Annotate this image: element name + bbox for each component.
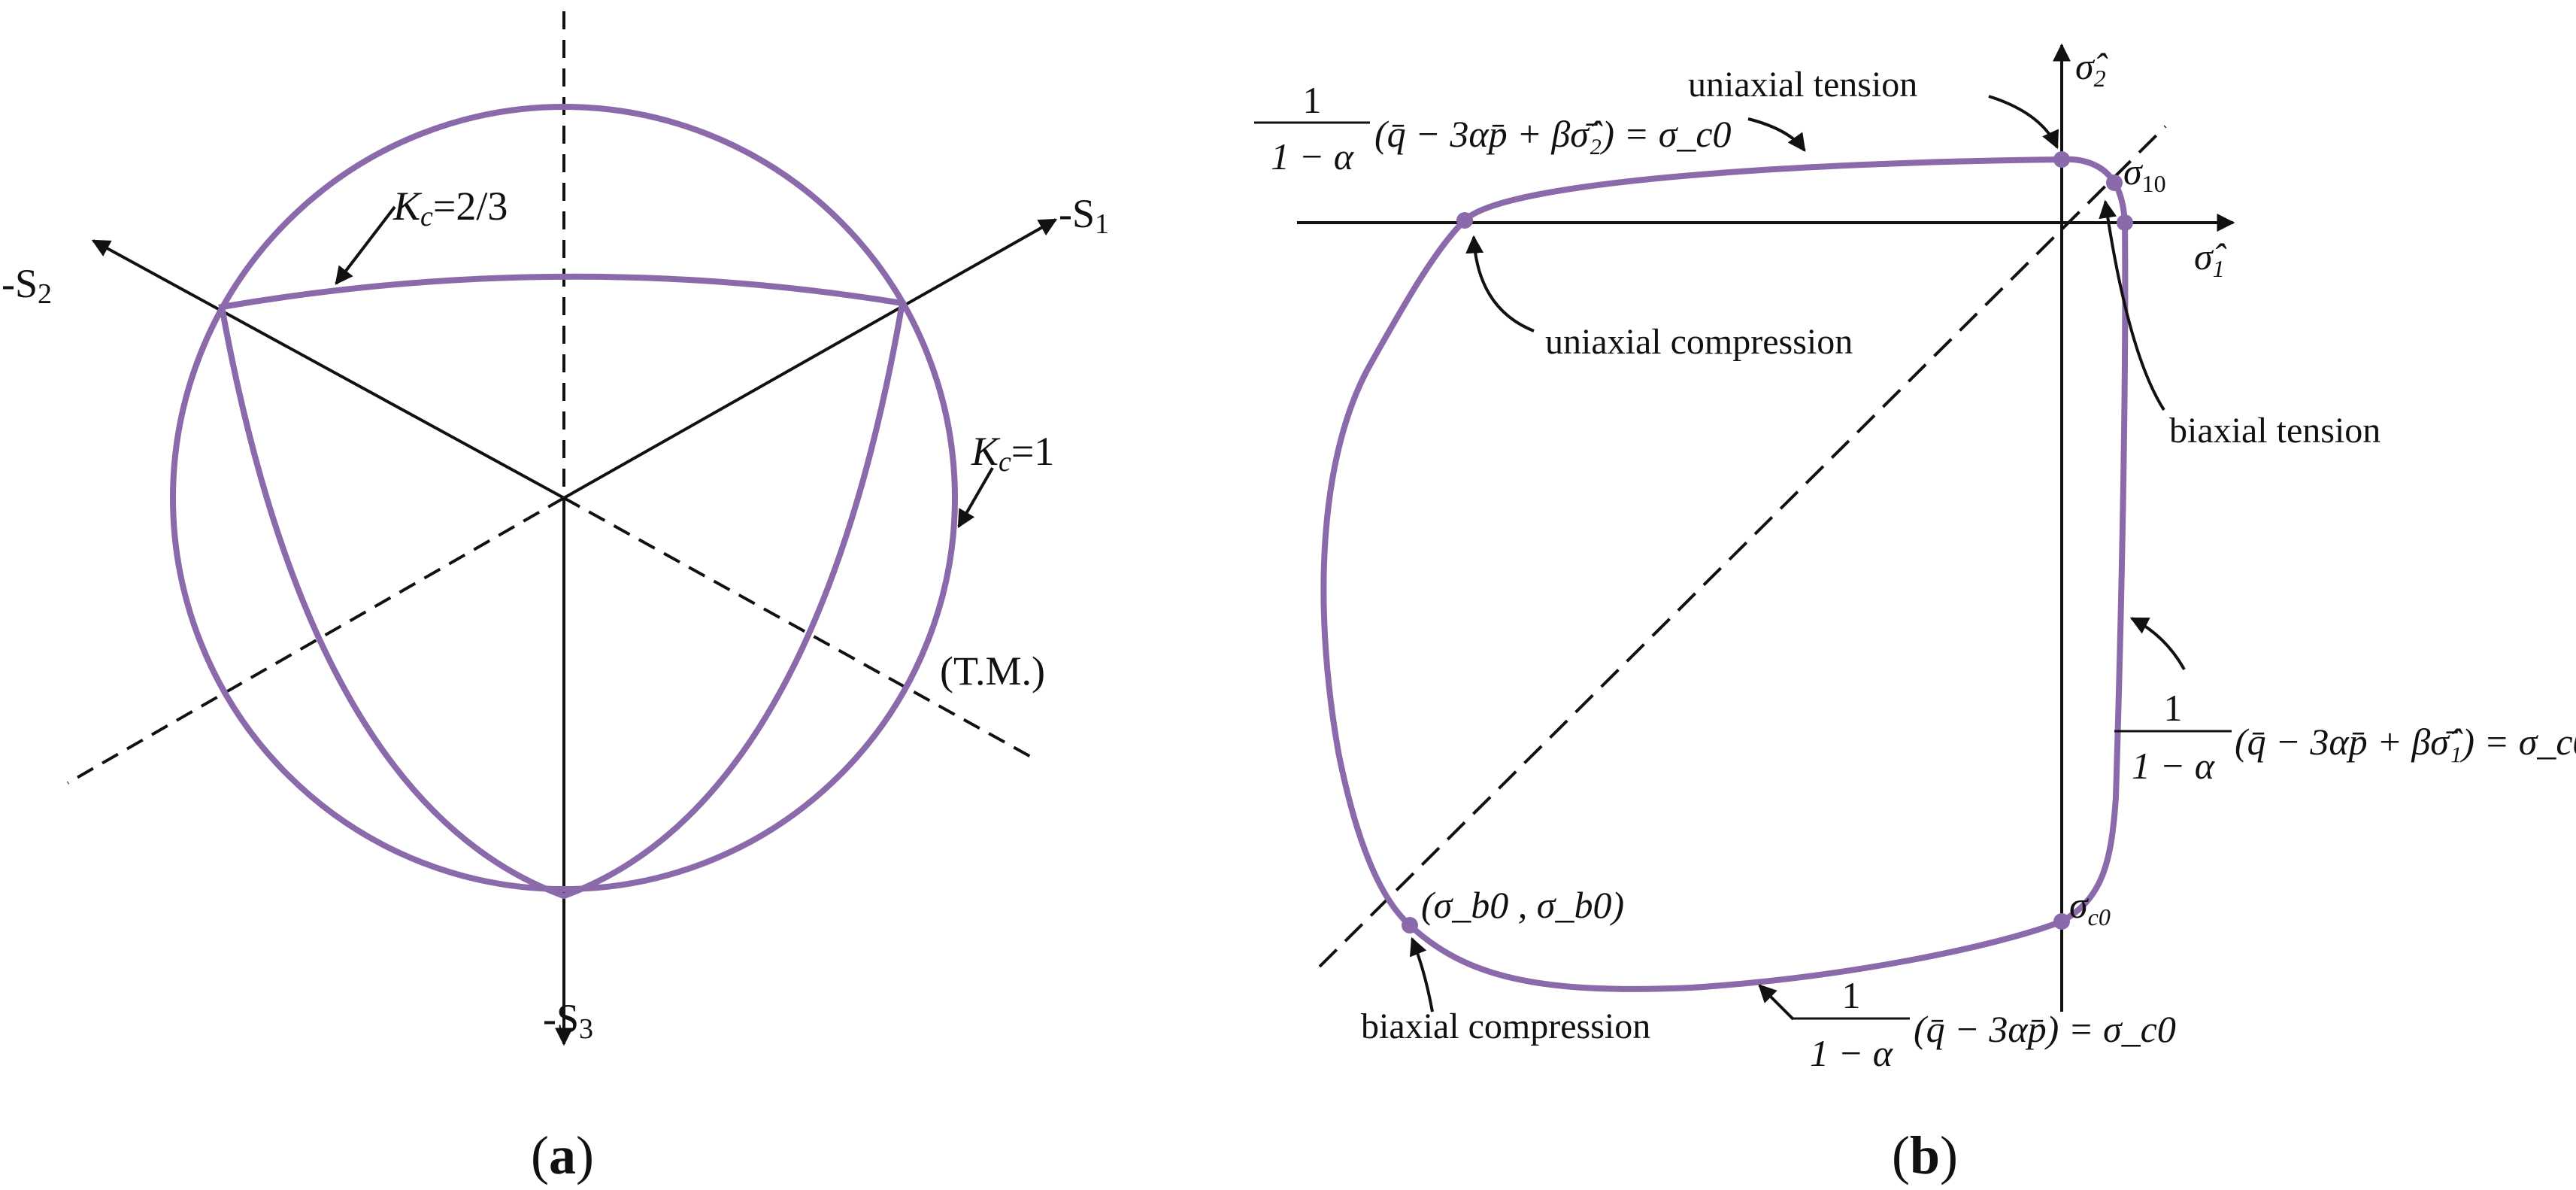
equation-right-body: (q̄ − 3αp̄ + βσ̂̄₁) = σ_c0: [2235, 721, 2576, 763]
equation-right-denominator: 1 − α: [2132, 745, 2216, 787]
dashed-axis-left: [67, 496, 565, 785]
biaxial-compression-pointer-arrow: [1409, 937, 1434, 1012]
point-biaxial-tension: [2117, 214, 2133, 231]
point-sigma10: [2106, 175, 2123, 191]
uniaxial-tension-label: uniaxial tension: [1688, 65, 1917, 105]
uniaxial-compression-pointer-arrow: [1465, 235, 1535, 332]
biaxial-tension-pointer-arrow: [2099, 199, 2165, 411]
kc-1-label: Kc=1: [971, 429, 1054, 478]
kc-two-thirds-curve: [218, 273, 906, 900]
sigmac0-label: σc0: [2069, 884, 2111, 930]
dashed-axis-right: [563, 496, 1038, 762]
point-sigmac0: [2053, 913, 2070, 930]
equation-bottom: 1 1 − α (q̄ − 3αp̄) = σ_c0: [1793, 974, 2176, 1074]
sigma10-label: σ10: [2123, 150, 2166, 197]
biaxial-tension-label: biaxial tension: [2169, 411, 2381, 451]
equation-top: 1 1 − α (q̄ − 3αp̄ + βσ̂̄₂) = σ_c0: [1254, 79, 1732, 178]
sigma1-axis-label: σ̂1: [2194, 235, 2227, 282]
dashed-diagonal: [1318, 125, 2167, 968]
tm-label: (T.M.): [940, 648, 1045, 694]
equation-top-body: (q̄ − 3αp̄ + βσ̂̄₂) = σ_c0: [1374, 113, 1732, 155]
equation-top-denominator: 1 − α: [1271, 135, 1355, 178]
yield-surface-curve: [1320, 156, 2129, 992]
sigmab0-label: (σ_b0 , σ_b0): [1421, 884, 1624, 926]
top-equation-pointer-arrow: [1747, 117, 1806, 152]
equation-bottom-denominator: 1 − α: [1810, 1032, 1894, 1074]
sigma2-axis-label: σ̂2: [2075, 45, 2108, 92]
uniaxial-tension-pointer-arrow: [1988, 95, 2059, 150]
bottom-equation-pointer-arrow: [1758, 984, 1795, 1021]
equation-bottom-numerator: 1: [1842, 974, 1861, 1016]
panel-b-caption: (b): [1892, 1125, 1958, 1185]
kc-1-pointer-arrow: [957, 467, 994, 529]
axis-s1-label: -S1: [1059, 191, 1109, 240]
point-uniaxial-compression: [1456, 212, 1473, 229]
equation-right: 1 1 − α (q̄ − 3αp̄ + βσ̂̄₁) = σ_c0: [2114, 687, 2576, 787]
panel-b: σ̂2 σ̂1 uniaxial tension uniaxial compre…: [1254, 43, 2576, 1185]
uniaxial-compression-label: uniaxial compression: [1545, 322, 1853, 362]
axis-s2: [91, 239, 565, 499]
equation-right-numerator: 1: [2164, 687, 2183, 729]
axis-s1: [563, 218, 1058, 499]
point-uniaxial-tension: [2053, 151, 2070, 168]
panel-a: -S1 -S2 -S3 Kc=2/3 Kc=1 (T.M.) (a): [2, 11, 1109, 1185]
right-equation-pointer-arrow: [2129, 617, 2186, 670]
equation-bottom-body: (q̄ − 3αp̄) = σ_c0: [1914, 1008, 2176, 1050]
point-biaxial-compression: [1402, 917, 1418, 933]
panel-a-caption: (a): [531, 1125, 594, 1185]
kc-two-thirds-label: Kc=2/3: [392, 184, 508, 232]
axis-s2-label: -S2: [2, 261, 52, 310]
kc-1-circle: [170, 104, 958, 892]
equation-top-numerator: 1: [1303, 79, 1322, 121]
axis-s3-label: -S3: [543, 996, 593, 1045]
kc-two-thirds-pointer-arrow: [335, 205, 396, 285]
biaxial-compression-label: biaxial compression: [1361, 1006, 1650, 1046]
